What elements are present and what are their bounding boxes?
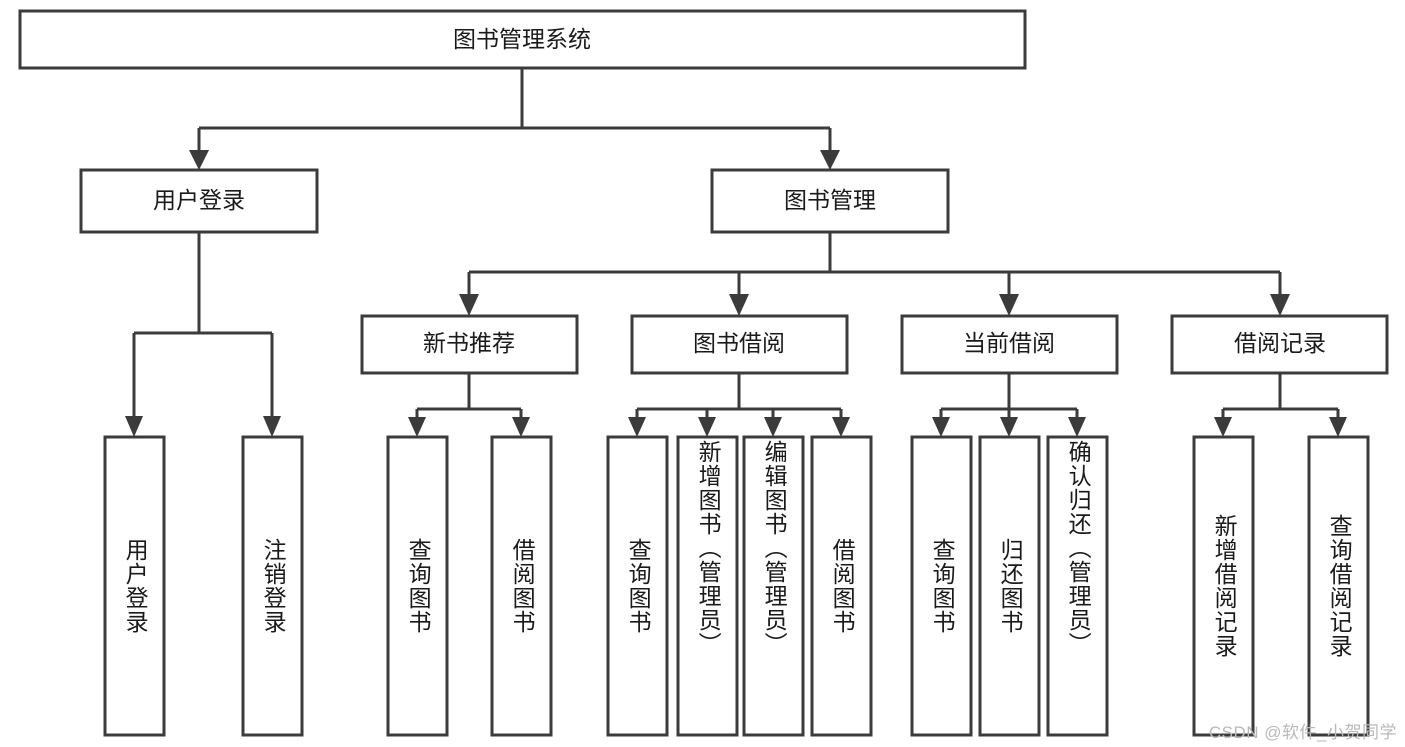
node-new-book-recommend-box[interactable] [360, 314, 579, 375]
arrow-to-leaf-query-record [1329, 417, 1347, 437]
leaf-query-book-1-box[interactable] [386, 435, 449, 737]
arrow-to-leaf-borrow-book-2 [832, 417, 850, 437]
edges-book-manage-to-level3 [459, 232, 1290, 316]
node-book-manage-label: 图书管理 [784, 187, 876, 213]
node-borrow-record-box[interactable] [1170, 314, 1389, 375]
leaf-query-book-3-box[interactable] [910, 435, 973, 737]
node-book-borrow-box[interactable] [630, 314, 849, 375]
arrow-to-leaf-add-record [1214, 417, 1232, 437]
leaf-return-book-box[interactable] [978, 435, 1041, 737]
edges-borrow-record-to-leaves [1214, 373, 1347, 437]
node-user-login-box[interactable] [79, 168, 319, 234]
node-borrow-record-label: 借阅记录 [1234, 330, 1326, 356]
node-new-book-recommend[interactable]: 新书推荐 [360, 314, 579, 375]
watermark-text: CSDN @软件_小贺同学 [1208, 723, 1397, 742]
arrow-to-new-book-recommend [459, 294, 479, 316]
arrow-to-leaf-confirm-return [1068, 417, 1086, 437]
node-book-borrow-label: 图书借阅 [693, 330, 785, 356]
arrow-to-leaf-add-book [698, 417, 716, 437]
leaf-borrow-book-1-box[interactable] [490, 435, 553, 737]
edges-user-login-to-leaves [125, 232, 281, 437]
leaf-user-logout-box[interactable] [241, 435, 304, 737]
edges-root-to-level2 [189, 68, 840, 170]
edges-current-borrow-to-leaves [932, 373, 1086, 437]
arrow-to-current-borrow [999, 294, 1019, 316]
arrow-root-to-user-login [189, 150, 209, 170]
node-root-box[interactable] [18, 9, 1027, 70]
node-user-login-label: 用户登录 [153, 187, 245, 213]
arrow-to-leaf-user-login [125, 416, 143, 437]
node-user-login[interactable]: 用户登录 [79, 168, 319, 234]
node-current-borrow-box[interactable] [900, 314, 1119, 375]
node-root[interactable]: 图书管理系统 [18, 9, 1027, 70]
leaf-borrow-book-2-box[interactable] [810, 435, 873, 737]
arrow-to-leaf-query-book-1 [408, 417, 426, 437]
leaf-confirm-return-box[interactable] [1046, 435, 1109, 737]
node-book-manage-box[interactable] [710, 168, 950, 234]
leaf-add-book-box[interactable] [676, 435, 739, 737]
arrow-to-leaf-return-book [1000, 417, 1018, 437]
arrow-to-leaf-query-book-2 [628, 417, 646, 437]
edges-book-borrow-to-leaves [628, 373, 850, 437]
node-root-label: 图书管理系统 [453, 26, 591, 52]
node-current-borrow-label: 当前借阅 [963, 330, 1055, 356]
leaf-boxes [103, 435, 1370, 737]
arrow-to-leaf-edit-book [764, 417, 782, 437]
node-book-borrow[interactable]: 图书借阅 [630, 314, 849, 375]
leaf-user-login-box[interactable] [103, 435, 166, 737]
leaf-query-book-2-box[interactable] [606, 435, 669, 737]
arrow-to-leaf-borrow-book-1 [512, 417, 530, 437]
leaf-query-record-box[interactable] [1307, 435, 1370, 737]
node-book-manage[interactable]: 图书管理 [710, 168, 950, 234]
arrow-to-borrow-record [1270, 294, 1290, 316]
node-new-book-recommend-label: 新书推荐 [423, 330, 515, 356]
leaf-add-record-box[interactable] [1192, 435, 1255, 737]
arrow-to-book-borrow [729, 294, 749, 316]
arrow-to-leaf-user-logout [263, 416, 281, 437]
leaf-edit-book-box[interactable] [742, 435, 805, 737]
node-current-borrow[interactable]: 当前借阅 [900, 314, 1119, 375]
node-borrow-record[interactable]: 借阅记录 [1170, 314, 1389, 375]
arrow-root-to-book-manage [820, 150, 840, 170]
edges-new-book-recommend-to-leaves [408, 373, 530, 437]
arrow-to-leaf-query-book-3 [932, 417, 950, 437]
